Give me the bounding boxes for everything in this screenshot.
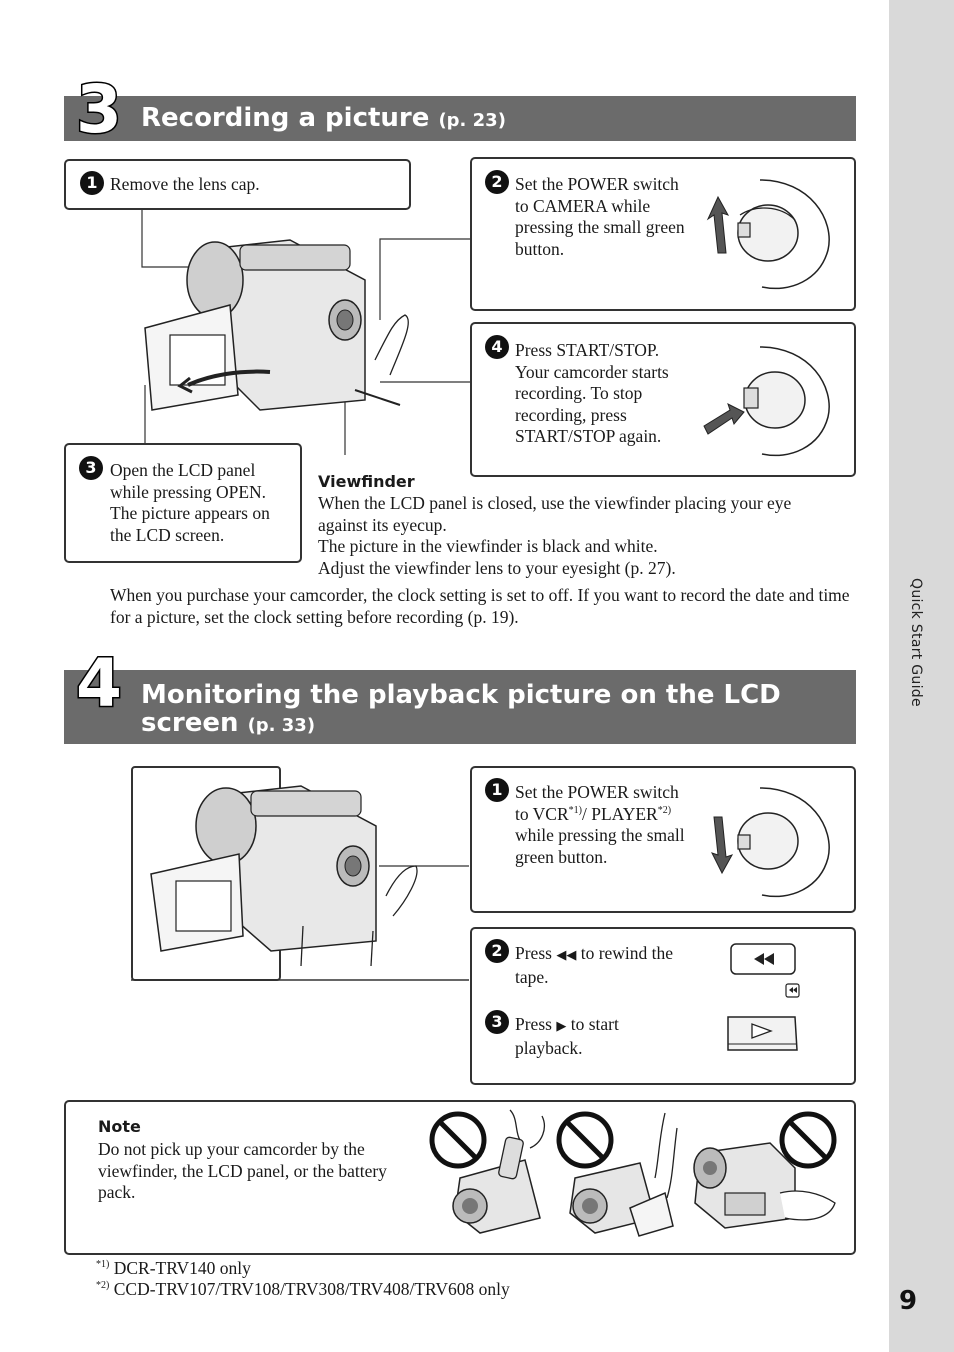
section-3-title: Recording a picture (p. 23) xyxy=(141,104,506,135)
footnote-1-mark: *1) xyxy=(96,1259,110,1271)
footnote-1-text: DCR-TRV140 only xyxy=(113,1258,251,1278)
viewfinder-text-2: The picture in the viewfinder is black a… xyxy=(318,536,658,556)
section-3-title-text: Recording a picture xyxy=(141,103,430,133)
playback-step-1-text: Set the POWER switch to VCR*1)/ PLAYER*2… xyxy=(515,782,695,868)
section-4-title-line1: Monitoring the playback picture on the L… xyxy=(141,680,781,710)
camcorder-playback-illustration xyxy=(131,785,469,981)
footnote-2: *2) CCD-TRV107/TRV108/TRV308/TRV408/TRV6… xyxy=(96,1279,510,1301)
camcorder-recording-illustration xyxy=(141,210,470,455)
playback-step-3-badge: 3 xyxy=(485,1010,509,1034)
rewind-text-after: to rewind the tape. xyxy=(515,943,674,987)
footnote-2-text: CCD-TRV107/TRV108/TRV308/TRV408/TRV608 o… xyxy=(113,1279,510,1299)
step-1-text: Remove the lens cap. xyxy=(110,174,260,194)
prohibited-lcd-panel-illustration xyxy=(556,1111,678,1237)
note-text: Do not pick up your camcorder by the vie… xyxy=(98,1139,387,1202)
section-4-title-line2-text: screen xyxy=(141,708,239,738)
step-2-badge: 2 xyxy=(485,170,509,194)
play-symbol-icon: ▶ xyxy=(556,1019,567,1034)
rewind-symbol-icon: ◀◀ xyxy=(556,948,577,963)
power-switch-camera-illustration xyxy=(706,179,830,290)
playback-step-1-part3: while pressing the small green button. xyxy=(515,825,685,867)
playback-step-3-text: Press ▶ to start playback. xyxy=(515,1014,690,1059)
prohibited-battery-pack-illustration xyxy=(693,1111,837,1229)
playback-step-2-badge: 2 xyxy=(485,939,509,963)
viewfinder-text-3: Adjust the viewfinder lens to your eyesi… xyxy=(318,558,676,578)
step-1-box xyxy=(64,159,411,210)
section-3-number: 3 xyxy=(75,71,124,148)
footnote-2-mark: *2) xyxy=(96,1280,110,1292)
viewfinder-heading: Viewfinder xyxy=(318,472,415,491)
footnote-mark-1: *1) xyxy=(568,804,582,816)
footnote-1: *1) DCR-TRV140 only xyxy=(96,1258,251,1280)
play-button-icon xyxy=(727,1016,798,1051)
playback-step-1-part1: Set the POWER switch to VCR xyxy=(515,782,679,824)
rewind-text-before: Press xyxy=(515,943,557,963)
section-4-page-ref: (p. 33) xyxy=(247,715,316,736)
playback-step-1-badge: 1 xyxy=(485,778,509,802)
playback-step-2-text: Press ◀◀ to rewind the tape. xyxy=(515,943,690,988)
footnote-mark-2: *2) xyxy=(657,804,672,816)
section-4-title-line2: screen (p. 33) xyxy=(141,709,841,740)
section-3-page-ref: (p. 23) xyxy=(438,110,506,131)
step-4-text: Press START/STOP. Your camcorder starts … xyxy=(515,340,669,446)
section-4-header xyxy=(64,670,856,744)
playback-step-1-part2: / PLAYER xyxy=(582,803,658,824)
power-switch-vcr-illustration xyxy=(711,787,830,898)
step-3-box xyxy=(64,443,302,563)
section-4-number: 4 xyxy=(75,645,124,722)
step-2-text: Set the POWER switch to CAMERA while pre… xyxy=(515,174,685,259)
section-3-header xyxy=(64,96,856,141)
step-4-badge: 4 xyxy=(485,335,509,359)
step-3-text: Open the LCD panel while pressing OPEN. … xyxy=(110,460,270,545)
rewind-button-icon xyxy=(730,943,800,998)
clock-setting-note: When you purchase your camcorder, the cl… xyxy=(110,585,850,627)
viewfinder-text-1: When the LCD panel is closed, use the vi… xyxy=(318,493,792,535)
step-1-badge: 1 xyxy=(80,171,104,195)
side-tab-label: Quick Start Guide xyxy=(908,578,924,707)
page-number: 9 xyxy=(898,1286,918,1316)
play-text-after: to start playback. xyxy=(515,1014,619,1058)
section-4-title: Monitoring the playback picture on the L… xyxy=(141,681,841,740)
step-3-badge: 3 xyxy=(79,456,103,480)
start-stop-illustration xyxy=(703,346,830,457)
note-heading: Note xyxy=(98,1117,141,1136)
play-text-before: Press xyxy=(515,1014,557,1034)
prohibited-viewfinder-illustration xyxy=(429,1109,545,1234)
side-tab xyxy=(889,0,954,1352)
